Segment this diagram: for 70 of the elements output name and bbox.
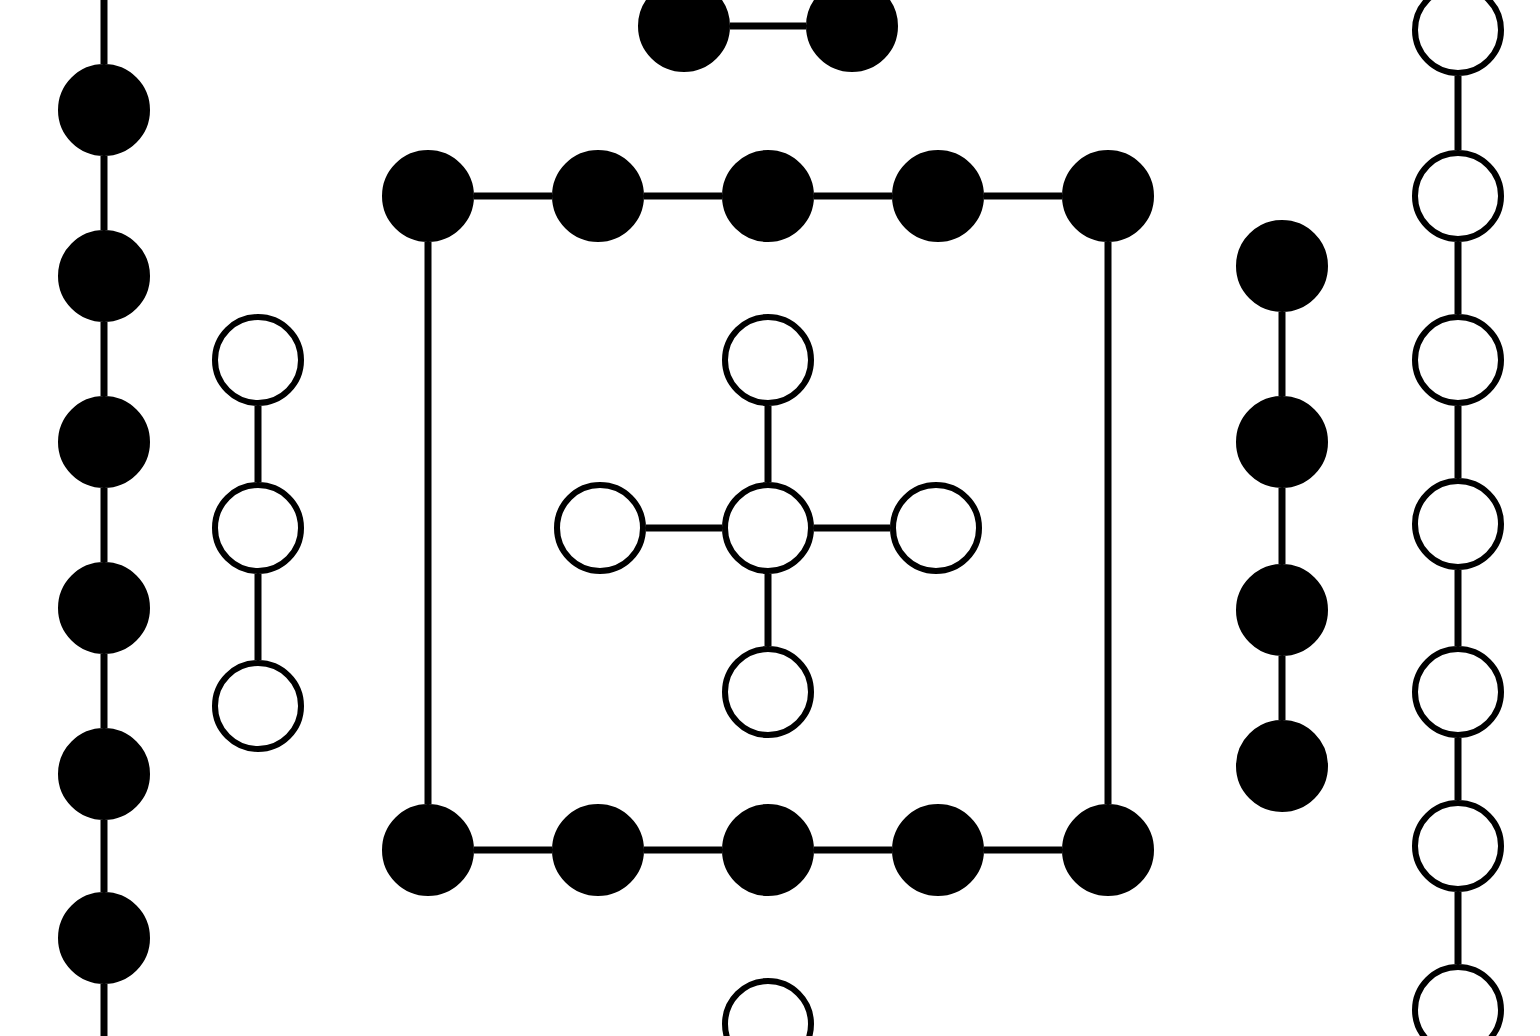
connector-line xyxy=(254,406,262,482)
filled-dot xyxy=(58,230,150,322)
connector-line xyxy=(644,192,722,200)
open-circle xyxy=(1412,478,1504,570)
filled-dot xyxy=(892,804,984,896)
filled-dot xyxy=(552,804,644,896)
filled-dot xyxy=(552,150,644,242)
open-circle xyxy=(212,314,304,406)
filled-dot xyxy=(1236,396,1328,488)
open-circle xyxy=(1412,150,1504,242)
filled-dot xyxy=(58,562,150,654)
open-circle xyxy=(1412,646,1504,738)
open-circle xyxy=(1412,964,1504,1036)
connector-line xyxy=(644,846,722,854)
open-circle xyxy=(890,482,982,574)
open-circle xyxy=(554,482,646,574)
filled-dot xyxy=(1062,150,1154,242)
connector-line xyxy=(254,574,262,660)
connector-line xyxy=(1454,406,1462,478)
connector-line xyxy=(100,0,108,64)
connector-line xyxy=(100,322,108,396)
connector-line xyxy=(100,984,108,1036)
connector-line xyxy=(764,406,772,482)
open-circle xyxy=(1412,0,1504,76)
connector-line xyxy=(814,846,892,854)
connector-line xyxy=(1278,656,1286,720)
connector-line xyxy=(984,192,1062,200)
filled-dot xyxy=(58,64,150,156)
connector-line xyxy=(1454,76,1462,150)
open-circle xyxy=(212,482,304,574)
filled-dot xyxy=(58,396,150,488)
connector-line xyxy=(814,192,892,200)
filled-dot xyxy=(58,892,150,984)
connector-line xyxy=(730,22,806,30)
connector-line xyxy=(474,192,552,200)
open-circle xyxy=(722,482,814,574)
filled-dot xyxy=(58,728,150,820)
filled-dot xyxy=(1236,220,1328,312)
filled-dot xyxy=(382,804,474,896)
filled-dot xyxy=(1236,564,1328,656)
open-circle xyxy=(722,646,814,738)
connector-line xyxy=(814,524,890,532)
open-circle xyxy=(1412,314,1504,406)
connector-line xyxy=(1278,312,1286,396)
connector-line xyxy=(1454,738,1462,800)
connector-line xyxy=(764,574,772,646)
connector-line xyxy=(646,524,722,532)
filled-dot xyxy=(1062,804,1154,896)
connector-line xyxy=(1454,892,1462,964)
connector-line xyxy=(1278,488,1286,564)
connector-line xyxy=(100,156,108,230)
connector-line xyxy=(100,488,108,562)
connector-line xyxy=(1104,242,1112,804)
connector-line xyxy=(1454,570,1462,646)
open-circle xyxy=(1412,800,1504,892)
connector-line xyxy=(474,846,552,854)
connector-line xyxy=(984,846,1062,854)
filled-dot xyxy=(892,150,984,242)
filled-dot xyxy=(1236,720,1328,812)
connector-line xyxy=(100,654,108,728)
connector-line xyxy=(424,242,432,804)
open-circle xyxy=(722,314,814,406)
connector-line xyxy=(1454,242,1462,314)
connector-line xyxy=(100,820,108,892)
filled-dot xyxy=(806,0,898,72)
filled-dot xyxy=(638,0,730,72)
filled-dot xyxy=(722,804,814,896)
filled-dot xyxy=(382,150,474,242)
open-circle xyxy=(212,660,304,752)
filled-dot xyxy=(722,150,814,242)
